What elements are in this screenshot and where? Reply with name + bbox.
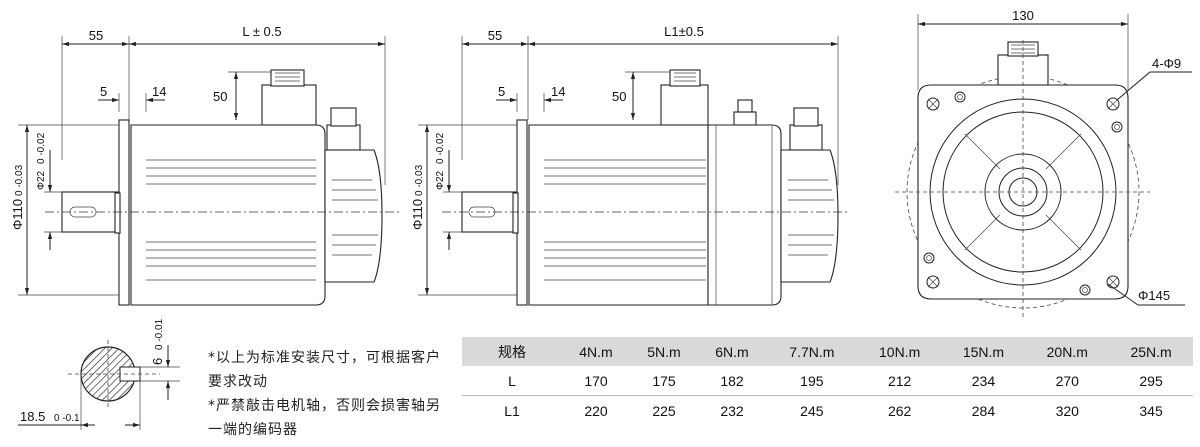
note-installation: *以上为标准安装尺寸，可根据客户要求改动 <box>208 350 441 390</box>
table-cell: 225 <box>630 395 698 425</box>
dim-flange-thickness: 14 <box>551 84 565 99</box>
table-cell: 212 <box>857 366 942 396</box>
table-cell: 232 <box>698 395 766 425</box>
dim-shaft-depth-tolerance: 0 -0.1 <box>54 413 80 424</box>
dim-length-l1: L1±0.5 <box>664 24 704 39</box>
note-warning: *严禁敲击电机轴，否则会损害轴另一端的编码器 <box>208 398 441 438</box>
side-view: 55 L ± 0.5 5 14 50 <box>10 24 400 306</box>
dim-pitch-circle: Φ145 <box>1138 288 1170 303</box>
table-cell: 175 <box>630 366 698 396</box>
table-header-cell: 6N.m <box>698 337 766 366</box>
dim-flange-tolerance: 0 -0.03 <box>14 164 25 196</box>
table-row: L1 220 225 232 245 262 284 320 345 <box>462 395 1193 425</box>
table-cell: 182 <box>698 366 766 396</box>
dim-shaft-tolerance: 0 -0.02 <box>36 132 47 164</box>
shaft-section: 6 0 -0.01 18.5 0 -0.1 <box>18 318 180 430</box>
dim-connector-height: 50 <box>612 89 626 104</box>
table-header-cell: 10N.m <box>857 337 942 366</box>
dim-flange-tolerance: 0 -0.03 <box>414 164 425 196</box>
table-cell: 262 <box>857 395 942 425</box>
table-header-cell: 规格 <box>462 337 562 366</box>
table-header-cell: 20N.m <box>1025 337 1110 366</box>
dim-shaft-length: 55 <box>488 28 502 43</box>
dim-shaft-length: 55 <box>89 28 103 43</box>
table-cell: 295 <box>1109 366 1193 396</box>
dim-shaft-depth: 18.5 <box>20 409 45 424</box>
brake-side-view: 55 L1±0.5 5 14 50 <box>410 24 850 306</box>
dim-shaft-diameter: Φ22 <box>36 170 47 190</box>
dim-key-offset: 5 <box>498 84 505 99</box>
table-cell: 245 <box>766 395 858 425</box>
table-cell: 195 <box>766 366 858 396</box>
table-cell: 320 <box>1025 395 1110 425</box>
table-row: L 170 175 182 195 212 234 270 295 <box>462 366 1193 396</box>
table-cell: 220 <box>562 395 630 425</box>
table-header-cell: 7.7N.m <box>766 337 858 366</box>
dim-shaft-tolerance: 0 -0.02 <box>435 132 446 164</box>
table-cell: L1 <box>462 395 562 425</box>
dim-flange-diameter: Φ110 <box>410 199 425 230</box>
dim-flange-diameter: Φ110 <box>10 199 25 230</box>
table-header-cell: 5N.m <box>630 337 698 366</box>
table-cell: L <box>462 366 562 396</box>
dim-mounting-holes: 4-Φ9 <box>1152 56 1181 71</box>
dim-connector-height: 50 <box>213 89 227 104</box>
table-cell: 284 <box>941 395 1026 425</box>
table-cell: 234 <box>941 366 1026 396</box>
table-header-cell: 15N.m <box>941 337 1026 366</box>
dim-flange-thickness: 14 <box>152 84 166 99</box>
table-header-cell: 4N.m <box>562 337 630 366</box>
dim-key-tolerance: 0 -0.01 <box>154 318 165 350</box>
spec-table-header: 规格 4N.m 5N.m 6N.m 7.7N.m 10N.m 15N.m 20N… <box>462 337 1193 366</box>
table-cell: 345 <box>1109 395 1193 425</box>
table-header-cell: 25N.m <box>1109 337 1193 366</box>
table-cell: 270 <box>1025 366 1110 396</box>
spec-table: 规格 4N.m 5N.m 6N.m 7.7N.m 10N.m 15N.m 20N… <box>462 337 1193 425</box>
dim-flange-width: 130 <box>1012 8 1034 23</box>
table-cell: 170 <box>562 366 630 396</box>
dim-shaft-diameter: Φ22 <box>435 170 446 190</box>
dim-key-offset: 5 <box>100 84 107 99</box>
front-view: 130 <box>895 8 1192 320</box>
dim-key-width: 6 <box>150 358 165 365</box>
dim-length-l: L ± 0.5 <box>242 24 281 39</box>
